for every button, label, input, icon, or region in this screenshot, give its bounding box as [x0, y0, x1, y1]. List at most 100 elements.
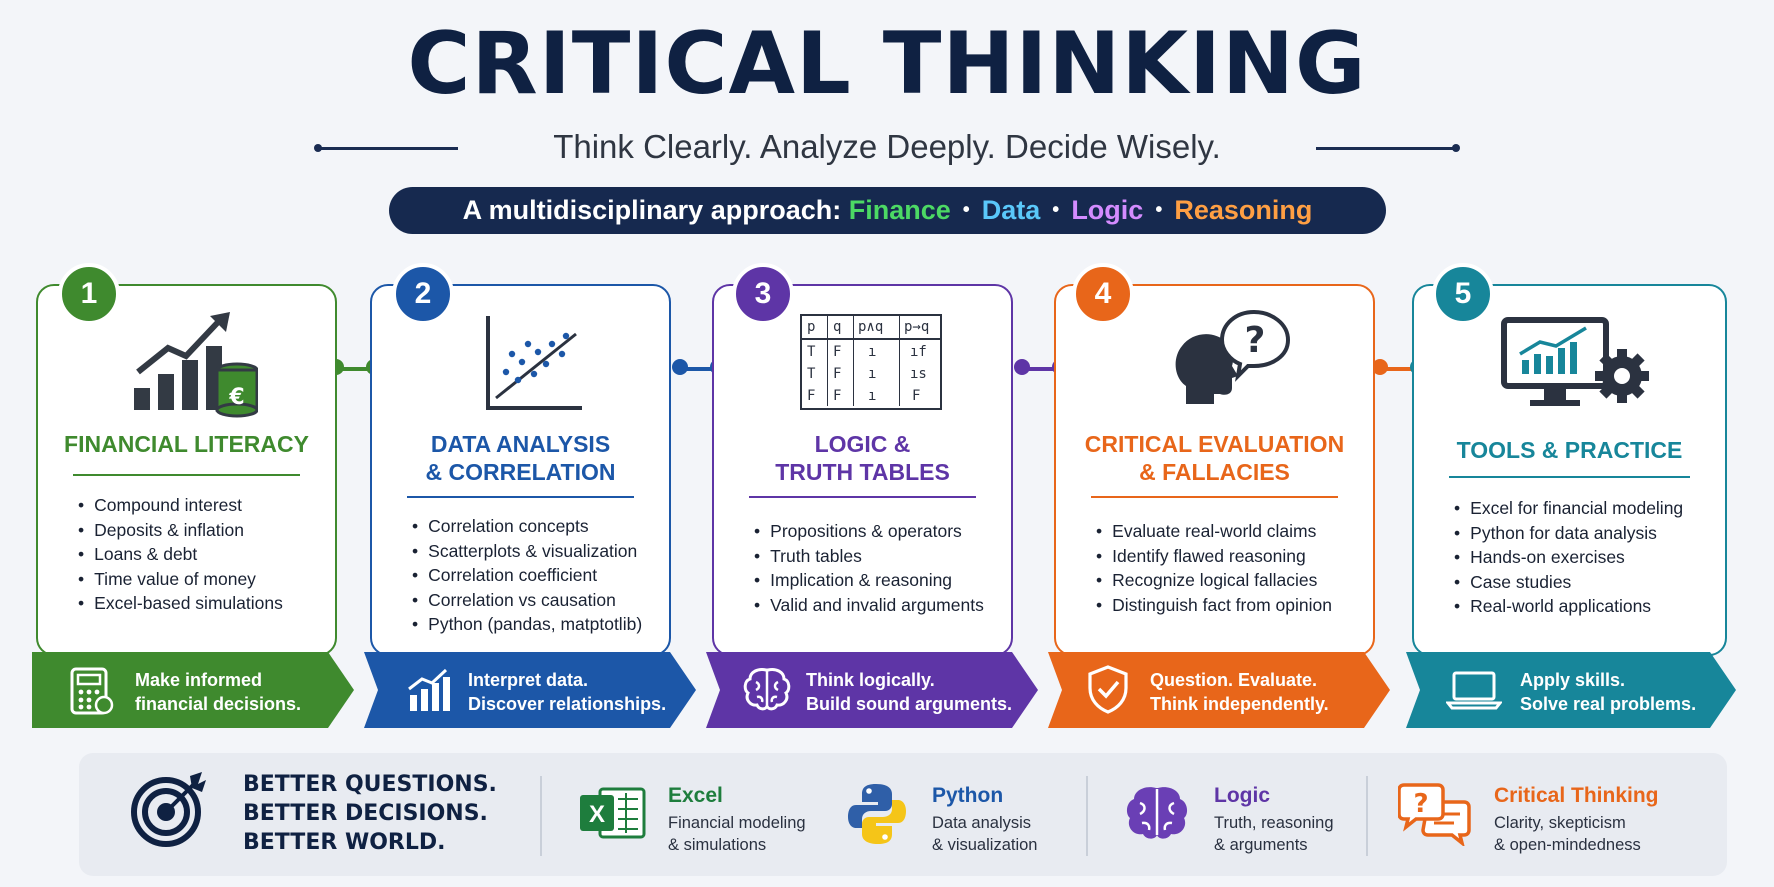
- list-item: Deposits & inflation: [78, 518, 325, 543]
- module-footer-text: Apply skills. Solve real problems.: [1520, 670, 1697, 714]
- euro-symbol: €: [228, 385, 244, 410]
- module-number-badge: 5: [1432, 263, 1494, 325]
- title-rule-right-dot: [1452, 144, 1460, 152]
- connector-3-4: [1022, 367, 1058, 371]
- tool-title-critical-thinking: Critical Thinking: [1494, 784, 1659, 807]
- banner-separator: •: [1155, 199, 1163, 221]
- divider: [540, 776, 542, 856]
- module-number-badge: 2: [392, 263, 454, 325]
- module-card-tools-practice: TOOLS & PRACTICE Excel for financial mod…: [1412, 284, 1727, 656]
- module-topic-list: Propositions & operators Truth tables Im…: [754, 519, 1001, 617]
- approach-banner: A multidisciplinary approach: Finance • …: [389, 187, 1386, 234]
- list-item: Correlation coefficient: [412, 563, 659, 588]
- list-item: Excel for financial modeling: [1454, 496, 1715, 521]
- connector-4-5: [1380, 367, 1416, 371]
- list-item: Distinguish fact from opinion: [1096, 593, 1363, 618]
- module-card-critical-evaluation: ? CRITICAL EVALUATION& FALLACIES Evaluat…: [1054, 284, 1375, 656]
- python-icon: [848, 784, 906, 844]
- connector-2-3: [680, 367, 716, 371]
- module-footer-arrow: [1048, 652, 1390, 728]
- module-topic-list: Evaluate real-world claims Identify flaw…: [1096, 519, 1363, 617]
- page-title: CRITICAL THINKING: [407, 14, 1367, 114]
- divider: [1086, 776, 1088, 856]
- shield-check-icon: [1088, 665, 1128, 714]
- module-number-badge: 1: [58, 263, 120, 325]
- tool-title-excel: Excel: [668, 784, 723, 807]
- banner-separator: •: [962, 199, 970, 221]
- list-item: Propositions & operators: [754, 519, 1001, 544]
- module-footer-arrow: [32, 652, 354, 728]
- banner-prefix: A multidisciplinary approach:: [462, 195, 849, 225]
- list-item: Implication & reasoning: [754, 568, 1001, 593]
- list-item: Real-world applications: [1454, 594, 1715, 619]
- list-item: Hands-on exercises: [1454, 545, 1715, 570]
- connector-dot: [1372, 359, 1388, 375]
- list-item: Time value of money: [78, 567, 325, 592]
- page-subtitle: Think Clearly. Analyze Deeply. Decide Wi…: [553, 128, 1221, 165]
- list-item: Case studies: [1454, 570, 1715, 595]
- module-footer-text: Make informed financial decisions.: [135, 670, 302, 714]
- tool-desc-logic: Truth, reasoning& arguments: [1214, 814, 1334, 854]
- banner-separator: •: [1052, 199, 1060, 221]
- module-title: CRITICAL EVALUATION& FALLACIES: [1084, 431, 1345, 485]
- speech-bubbles-icon: ?: [1398, 783, 1471, 846]
- divider: [1366, 776, 1368, 856]
- title-rule-left: [318, 147, 458, 150]
- question-mark: ?: [1413, 789, 1428, 819]
- module-number-badge: 4: [1072, 263, 1134, 325]
- connector-dot: [672, 359, 688, 375]
- list-item: Valid and invalid arguments: [754, 593, 1001, 618]
- module-title-rule: [1091, 496, 1338, 498]
- list-item: Evaluate real-world claims: [1096, 519, 1363, 544]
- calculator-icon: [70, 667, 114, 715]
- growth-chart-coins-icon: €: [134, 312, 258, 418]
- head-question-icon: ?: [1175, 309, 1291, 404]
- monitor-gear-icon: [1501, 317, 1649, 406]
- excel-letter: X: [589, 801, 605, 828]
- module-title: LOGIC &TRUTH TABLES: [775, 431, 950, 485]
- module-footer-arrow: [706, 652, 1038, 728]
- module-title: TOOLS & PRACTICE: [1456, 437, 1683, 463]
- list-item: Excel-based simulations: [78, 591, 325, 616]
- bar-chart-icon: [408, 668, 450, 711]
- module-footer-text: Question. Evaluate. Think independently.: [1150, 670, 1329, 714]
- title-rule-left-dot: [314, 144, 322, 152]
- module-title-rule: [1449, 476, 1690, 478]
- module-card-financial-literacy: € FINANCIAL LITERACY Compound interest D…: [36, 284, 337, 656]
- question-mark: ?: [1245, 320, 1266, 361]
- list-item: Correlation concepts: [412, 514, 659, 539]
- brain-icon: [743, 668, 791, 711]
- list-item: Scatterplots & visualization: [412, 539, 659, 564]
- module-footer-text: Interpret data. Discover relationships.: [468, 670, 667, 714]
- list-item: Loans & debt: [78, 542, 325, 567]
- list-item: Python for data analysis: [1454, 521, 1715, 546]
- truth-table-icon: p q p∧q p→q T F ı ıf T F ı ıs F F ı F: [800, 314, 942, 410]
- connector-dot: [1014, 359, 1030, 375]
- banner-item-data: Data: [981, 195, 1041, 225]
- list-item: Compound interest: [78, 493, 325, 518]
- module-topic-list: Correlation concepts Scatterplots & visu…: [412, 514, 659, 637]
- list-item: Identify flawed reasoning: [1096, 544, 1363, 569]
- banner-item-reasoning: Reasoning: [1174, 195, 1313, 225]
- title-rule-right: [1316, 147, 1456, 150]
- connector-1-2: [336, 367, 372, 371]
- module-title-rule: [749, 496, 976, 498]
- list-item: Truth tables: [754, 544, 1001, 569]
- tool-title-logic: Logic: [1214, 784, 1270, 807]
- module-card-data-analysis: DATA ANALYSIS& CORRELATION Correlation c…: [370, 284, 671, 656]
- tool-desc-python: Data analysis& visualization: [932, 814, 1038, 854]
- scatter-plot-icon: [486, 316, 582, 410]
- brain-icon: [1126, 787, 1188, 839]
- laptop-icon: [1446, 671, 1502, 710]
- tool-desc-critical-thinking: Clarity, skepticism& open-mindedness: [1494, 814, 1641, 854]
- banner-item-finance: Finance: [848, 195, 951, 225]
- target-icon: [131, 772, 206, 847]
- banner-item-logic: Logic: [1071, 195, 1144, 225]
- module-topic-list: Compound interest Deposits & inflation L…: [78, 493, 325, 616]
- truth-table-grid: p q p∧q p→q T F ı ıf T F ı ıs F F ı F: [802, 316, 940, 406]
- module-title-rule: [407, 496, 634, 498]
- list-item: Recognize logical fallacies: [1096, 568, 1363, 593]
- list-item: Python (pandas, matptotlib): [412, 612, 659, 637]
- module-card-logic: p q p∧q p→q T F ı ıf T F ı ıs F F ı F LO…: [712, 284, 1013, 656]
- excel-icon: X: [580, 787, 646, 839]
